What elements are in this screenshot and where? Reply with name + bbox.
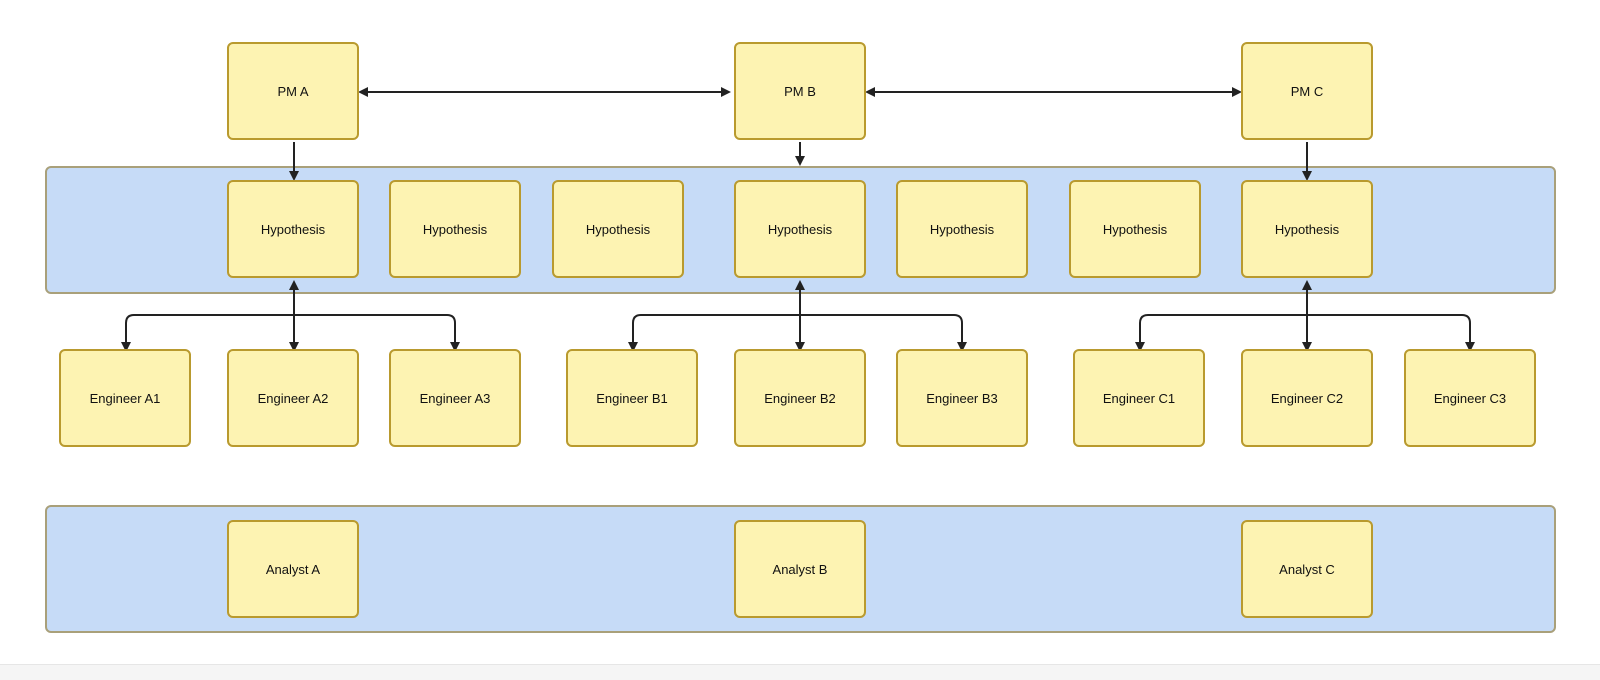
pm-b-label: PM B: [784, 83, 816, 99]
edge-b-left: [628, 314, 800, 352]
engineer-b1-node[interactable]: Engineer B1: [566, 349, 698, 447]
pm-c-node[interactable]: PM C: [1241, 42, 1373, 140]
analyst-a-label: Analyst A: [265, 561, 321, 577]
analyst-b-label: Analyst B: [772, 561, 828, 577]
hypothesis-label: Hypothesis: [1102, 221, 1168, 237]
engineer-a2-node[interactable]: Engineer A2: [227, 349, 359, 447]
engineer-b2-label: Engineer B2: [764, 390, 836, 406]
hypothesis-label: Hypothesis: [260, 221, 326, 237]
hypothesis-node-6[interactable]: Hypothesis: [1069, 180, 1201, 278]
pm-b-node[interactable]: PM B: [734, 42, 866, 140]
engineer-b3-label: Engineer B3: [926, 390, 998, 406]
engineer-a3-node[interactable]: Engineer A3: [389, 349, 521, 447]
analyst-c-label: Analyst C: [1279, 561, 1335, 577]
edge-c-right: [1307, 314, 1475, 352]
engineer-a1-node[interactable]: Engineer A1: [59, 349, 191, 447]
engineer-b3-node[interactable]: Engineer B3: [896, 349, 1028, 447]
engineer-a3-label: Engineer A3: [419, 390, 491, 406]
engineer-c3-node[interactable]: Engineer C3: [1404, 349, 1536, 447]
engineer-c2-node[interactable]: Engineer C2: [1241, 349, 1373, 447]
engineer-b1-label: Engineer B1: [596, 390, 668, 406]
hypothesis-node-7[interactable]: Hypothesis: [1241, 180, 1373, 278]
analyst-a-node[interactable]: Analyst A: [227, 520, 359, 618]
engineer-c2-label: Engineer C2: [1270, 390, 1344, 406]
hypothesis-label: Hypothesis: [585, 221, 651, 237]
engineer-c3-label: Engineer C3: [1433, 390, 1507, 406]
edge-b-right: [800, 314, 967, 352]
hypothesis-node-2[interactable]: Hypothesis: [389, 180, 521, 278]
engineer-c1-node[interactable]: Engineer C1: [1073, 349, 1205, 447]
analyst-c-node[interactable]: Analyst C: [1241, 520, 1373, 618]
edge-a-left: [121, 314, 294, 352]
edge-c-left: [1135, 314, 1307, 352]
hypothesis-label: Hypothesis: [422, 221, 488, 237]
hypothesis-node-3[interactable]: Hypothesis: [552, 180, 684, 278]
hypothesis-label: Hypothesis: [929, 221, 995, 237]
hypothesis-node-4[interactable]: Hypothesis: [734, 180, 866, 278]
pm-c-label: PM C: [1290, 83, 1324, 99]
engineer-a1-label: Engineer A1: [89, 390, 161, 406]
hypothesis-label: Hypothesis: [767, 221, 833, 237]
hypothesis-node-5[interactable]: Hypothesis: [896, 180, 1028, 278]
hypothesis-node-1[interactable]: Hypothesis: [227, 180, 359, 278]
pm-a-label: PM A: [277, 83, 309, 99]
pm-a-node[interactable]: PM A: [227, 42, 359, 140]
edge-a-right: [294, 314, 460, 352]
analyst-b-node[interactable]: Analyst B: [734, 520, 866, 618]
canvas-bottom-edge: [0, 664, 1600, 680]
hypothesis-label: Hypothesis: [1274, 221, 1340, 237]
engineer-b2-node[interactable]: Engineer B2: [734, 349, 866, 447]
engineer-c1-label: Engineer C1: [1102, 390, 1176, 406]
engineer-a2-label: Engineer A2: [257, 390, 329, 406]
